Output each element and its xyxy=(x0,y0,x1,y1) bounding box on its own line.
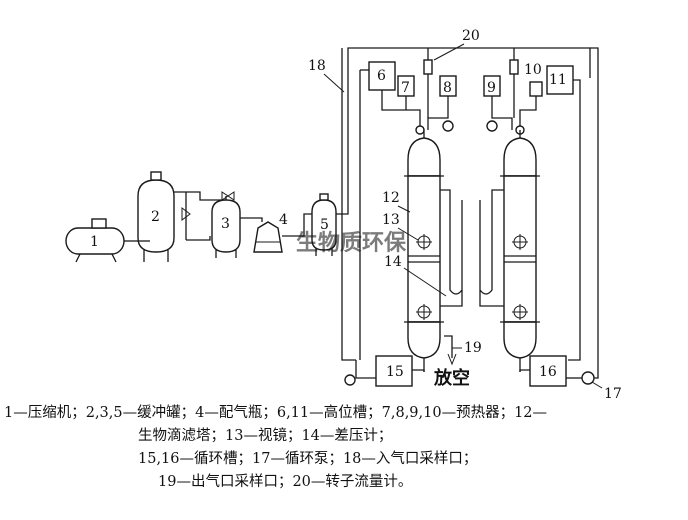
legend-line-3: 15,16—循环槽；17—循环泵；18—入气口采样口； xyxy=(138,451,478,467)
head-tank-11: 11 xyxy=(546,65,581,361)
biotrickling-column-12-left: 12 13 14 xyxy=(382,130,447,372)
watermark: 生物质环保 xyxy=(296,230,407,256)
buffer-tank-5: 5 xyxy=(311,193,337,256)
preheater-8: 8 xyxy=(427,75,457,130)
differential-manometer-14 xyxy=(440,189,508,307)
label-10: 10 xyxy=(524,62,542,78)
label-17: 17 xyxy=(604,386,622,400)
gas-cylinder-4: 4 xyxy=(253,212,288,253)
circulation-tank-15: 15 xyxy=(344,355,425,387)
biotrickling-column-12-right xyxy=(500,130,540,372)
label-6: 6 xyxy=(377,68,386,84)
label-3: 3 xyxy=(221,216,230,232)
label-5: 5 xyxy=(320,217,329,233)
label-20: 20 xyxy=(462,28,480,44)
label-9: 9 xyxy=(487,80,496,96)
vent-label: 放空 xyxy=(433,367,470,389)
preheater-9: 9 xyxy=(483,75,513,130)
label-11: 11 xyxy=(549,72,567,88)
label-1: 1 xyxy=(90,234,99,250)
compressor-1: 1 xyxy=(65,218,138,263)
legend-line-1: 1—压缩机；2,3,5—缓冲罐；4—配气瓶；6,11—高位槽；7,8,9,10—… xyxy=(4,405,548,421)
head-tank-6: 6 xyxy=(359,61,421,360)
label-4: 4 xyxy=(279,212,288,228)
label-7: 7 xyxy=(401,80,410,96)
legend-line-4: 19—出气口采样口；20—转子流量计。 xyxy=(158,474,413,490)
label-13: 13 xyxy=(382,212,400,228)
preheater-10: 10 xyxy=(519,62,543,126)
rotameter-20: 20 xyxy=(423,28,519,100)
legend-line-2: 生物滴滤塔；13—视镜；14—差压计； xyxy=(138,428,393,444)
legend: 1—压缩机；2,3,5—缓冲罐；4—配气瓶；6,11—高位槽；7,8,9,10—… xyxy=(0,400,688,518)
circulation-pump-17: 17 xyxy=(581,47,622,400)
buffer-tank-3: 3 xyxy=(211,199,241,258)
label-15: 15 xyxy=(386,364,404,380)
preheater-7: 7 xyxy=(397,75,415,110)
label-12: 12 xyxy=(382,190,400,206)
label-8: 8 xyxy=(443,80,452,96)
label-16: 16 xyxy=(539,364,557,380)
label-14: 14 xyxy=(384,254,402,270)
buffer-tank-2: 2 xyxy=(137,171,175,262)
circulation-tank-16: 16 xyxy=(519,355,582,387)
label-2: 2 xyxy=(151,209,160,225)
process-flow-diagram: 1 2 3 4 5 18 xyxy=(65,28,622,400)
label-19: 19 xyxy=(464,340,482,356)
label-18: 18 xyxy=(308,58,326,74)
